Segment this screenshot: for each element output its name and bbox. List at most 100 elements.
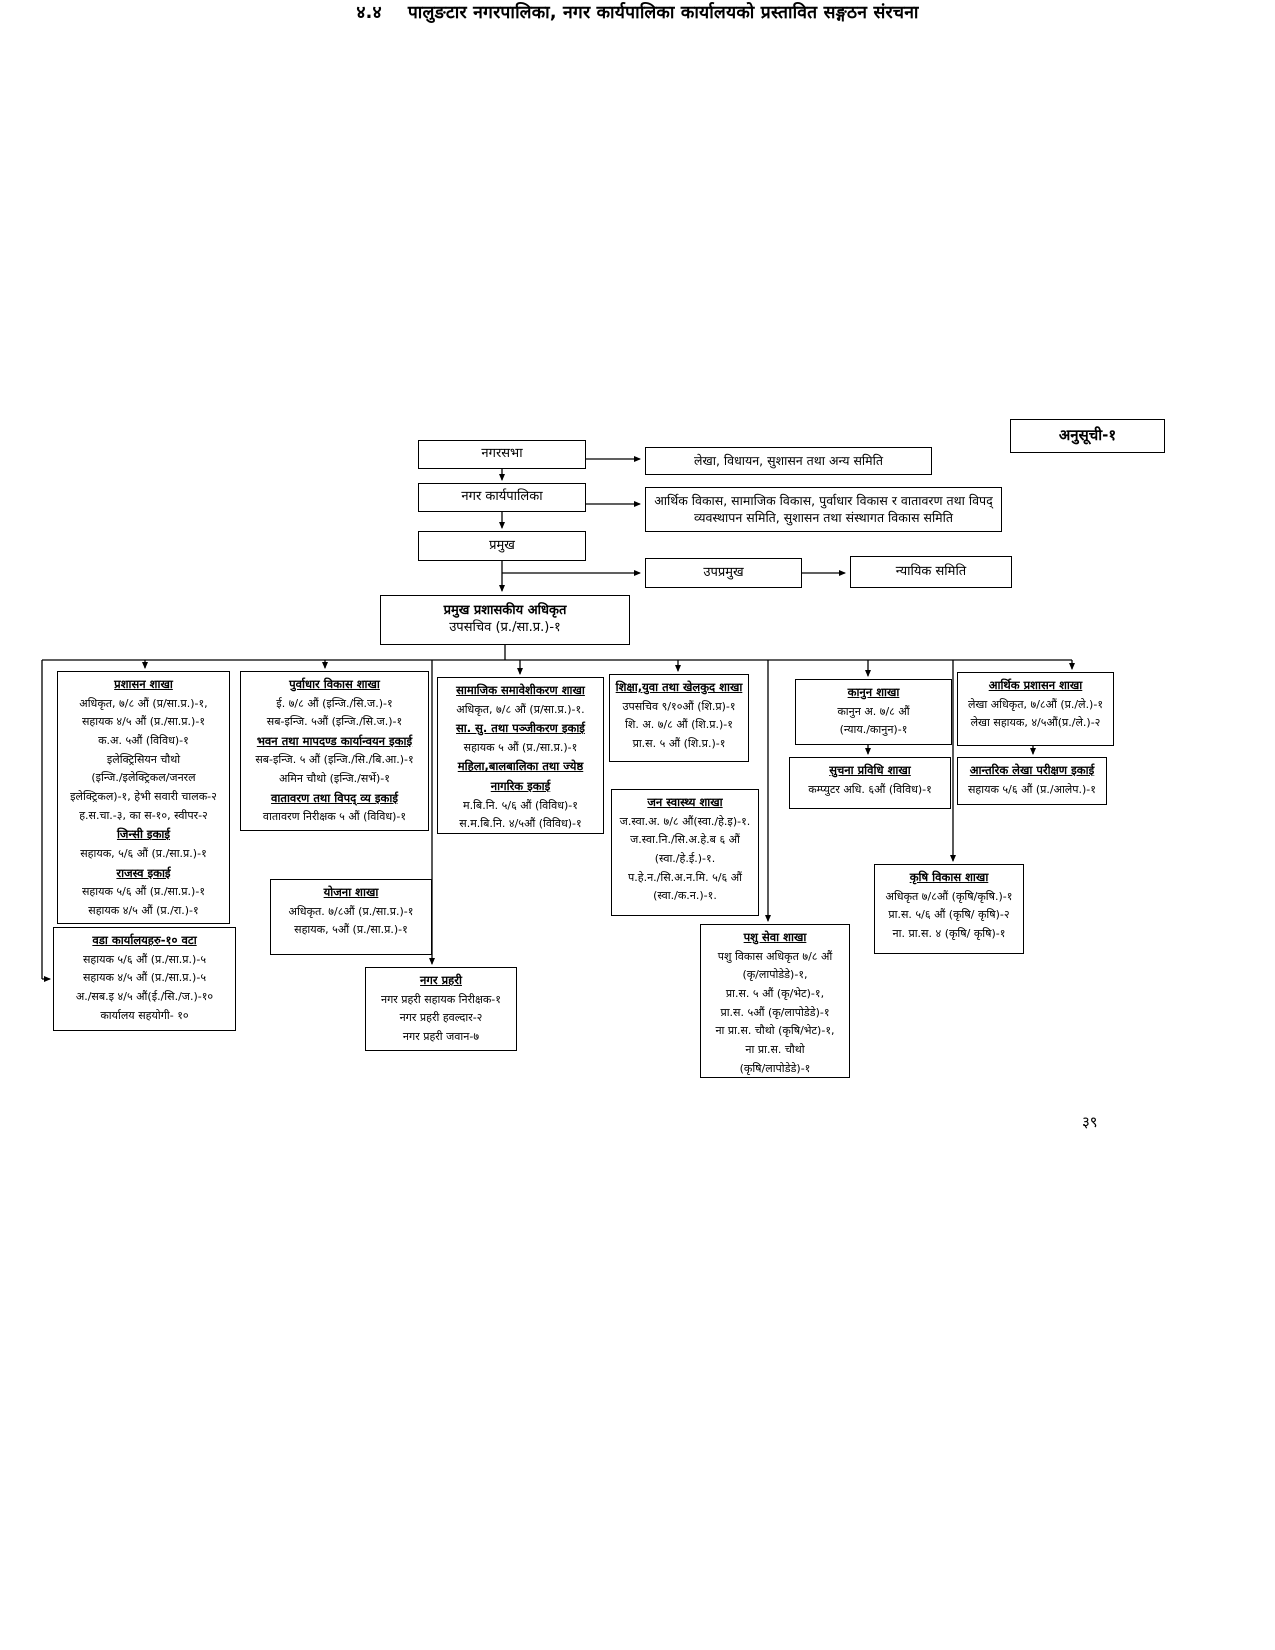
branch-social-inclusion: सामाजिक समावेशीकरण शाखा अधिकृत, ७/८ औं (प… (437, 677, 604, 834)
box-heading: महिला,बालबालिका तथा ज्येष्ठ नागरिक इकाई (457, 759, 584, 794)
box-line: (स्वा./हे.ई.)-१. (654, 851, 716, 865)
branch-infrastructure: पुर्वाधार विकास शाखा ई. ७/८ औं (इन्जि./सि… (240, 671, 429, 831)
box-line: सब-इन्जि. ५औं (इन्जि./सि.ज.)-१ (266, 715, 403, 729)
box-line: ह.स.चा.-३, का स-१०, स्वीपर-२ (79, 808, 208, 822)
box-line: कार्यालय सहयोगी- १० (100, 1008, 189, 1022)
box-line: अधिकृत ७/८औं (कृषि/कृषि.)-१ (885, 889, 1013, 903)
box-judicial-committee: न्यायिक समिति (850, 556, 1012, 588)
box-line: अधिकृत. ७/८औं (प्र./सा.प्र.)-१ (288, 904, 414, 918)
box-line: पशु विकास अधिकृत ७/८ औं (717, 949, 833, 963)
box-line: (कृषि/लापोडेडे)-१ (739, 1061, 811, 1075)
box-line: नगर प्रहरी जवान-७ (402, 1029, 480, 1043)
box-line: स.म.बि.नि. ४/५औं (विविध)-१ (459, 817, 582, 831)
box-upapramukh: उपप्रमुख (645, 558, 802, 588)
box-line: अ./सब.इ ४/५ औं(ई./सि./ज.)-१० (75, 989, 214, 1003)
box-line: सहायक ४/५ औं (प्र./रा.)-१ (88, 903, 199, 917)
box-heading: कृषि विकास शाखा (909, 870, 989, 884)
accounts-committee-label: लेखा, विधायन, सुशासन तथा अन्य समिति (694, 452, 883, 468)
box-nagarsabha: नगरसभा (418, 440, 586, 469)
box-heading: जन स्वास्थ्य शाखा (647, 795, 723, 809)
box-line: कम्प्युटर अधि. ६औं (विविध)-१ (808, 782, 932, 796)
branch-planning: योजना शाखा अधिकृत. ७/८औं (प्र./सा.प्र.)-१… (270, 879, 432, 955)
box-pramukh: प्रमुख (418, 531, 586, 561)
pramukh-label: प्रमुख (489, 537, 515, 553)
box-line: सहायक ५/६ औं (प्र./सा.प्र.)-५ (82, 952, 207, 966)
annex-box: अनुसूची-१ (1010, 419, 1165, 453)
box-line: अमिन चौथो (इन्जि./सर्भे)-१ (279, 772, 390, 786)
box-line: प्रा.स. ५/६ औं (कृषि/ कृषि)-२ (888, 908, 1010, 922)
box-line: सहायक ५/६ औं (प्र./सा.प्र.)-१ (81, 885, 206, 899)
box-heading: पुर्वाधार विकास शाखा (289, 677, 380, 691)
box-accounts-committee: लेखा, विधायन, सुशासन तथा अन्य समिति (645, 447, 932, 475)
box-line: सहायक ४/५ औं (प्र./सा.प्र.)-५ (82, 971, 207, 985)
title-text: पालुङटार नगरपालिका, नगर कार्यपालिका कार्… (407, 3, 919, 23)
box-line: ना प्रा.स. चौथो (कृषि/भेट)-१, (715, 1024, 835, 1038)
box-heading: वातावरण तथा विपद् व्य इकाई (271, 790, 398, 805)
box-line: नगर प्रहरी सहायक निरीक्षक-१ (380, 992, 501, 1006)
branch-law: कानुन शाखा कानुन अ. ७/८ औं (न्याय./कानुन)-… (795, 679, 952, 745)
box-line: सहायक, ५औं (प्र./सा.प्र.)-१ (294, 923, 408, 937)
box-line: ज.स्वा.नि./सि.अ.हे.ब ६ औं (630, 833, 740, 847)
box-line: म.बि.नि. ५/६ औं (विविध)-१ (463, 798, 578, 812)
branch-administration: प्रशासन शाखा अधिकृत, ७/८ औं (प्र/सा.प्र.)… (57, 671, 230, 924)
box-line: सहायक ५/६ औं (प्र./आलेप.)-१ (967, 782, 1096, 796)
box-line: प्रा.स. ५औं (कृ/लापोडेडे)-१ (720, 1005, 830, 1019)
box-heading: कानुन शाखा (847, 685, 900, 699)
box-chief-administrative-officer: प्रमुख प्रशासकीय अधिकृत उपसचिव (प्र./सा.… (380, 595, 630, 645)
box-heading: पशु सेवा शाखा (743, 930, 807, 944)
box-heading: आन्तरिक लेखा परीक्षण इकाई (969, 763, 1095, 777)
box-line: लेखा सहायक, ४/५औं(प्र./ले.)-२ (970, 716, 1101, 730)
box-heading: प्रशासन शाखा (114, 677, 173, 691)
box-line: (कृ/लापोडेडे)-१, (742, 968, 808, 982)
branch-education-youth-sports: शिक्षा,युवा तथा खेलकुद शाखाउपसचिव ९/१०औं… (609, 674, 749, 762)
box-line: लेखा अधिकृत, ७/८औं (प्र./ले.)-१ (967, 697, 1104, 711)
box-line: नगर प्रहरी हवल्दार-२ (399, 1011, 483, 1025)
box-line: प्रा.स. ५ औं (कृ/भेट)-१, (725, 986, 825, 1000)
branch-animal-services: पशु सेवा शाखा पशु विकास अधिकृत ७/८ औं (कृ/… (700, 924, 850, 1078)
branch-ward-offices: वडा कार्यालयहरु-१० वटा सहायक ५/६ औं (प्र.… (53, 927, 236, 1031)
box-karyapalika: नगर कार्यपालिका (418, 483, 586, 512)
cao-post: उपसचिव (प्र./सा.प्र.)-१ (449, 620, 561, 635)
box-heading: सुचना प्रविधि शाखा (829, 763, 911, 777)
box-heading: सामाजिक समावेशीकरण शाखा (456, 683, 585, 697)
box-heading: योजना शाखा (323, 885, 379, 899)
box-heading: राजस्व इकाई (116, 865, 171, 880)
judicial-committee-label: न्यायिक समिति (895, 563, 967, 579)
box-line: इलेक्ट्रिसियन चौथो (106, 752, 181, 766)
branch-information-technology: सुचना प्रविधि शाखा कम्प्युटर अधि. ६औं (वि… (789, 757, 951, 809)
box-line: वातावरण निरीक्षक ५ औं (विविध)-१ (262, 810, 407, 824)
box-thematic-committee: आर्थिक विकास, सामाजिक विकास, पुर्वाधार व… (645, 487, 1002, 532)
box-line: क.अ. ५औं (विविध)-१ (98, 733, 189, 747)
box-line: सहायक ५ औं (प्र./सा.प्र.)-१ (463, 740, 578, 754)
karyapalika-label: नगर कार्यपालिका (461, 489, 543, 505)
box-heading: जिन्सी इकाई (116, 827, 171, 842)
box-line: ई. ७/८ औं (इन्जि./सि.ज.)-१ (276, 696, 393, 710)
box-line: सहायक ४/५ औं (प्र./सा.प्र.)-१ (81, 715, 206, 729)
thematic-committee-label: आर्थिक विकास, सामाजिक विकास, पुर्वाधार व… (654, 493, 993, 525)
box-heading: वडा कार्यालयहरु-१० वटा (92, 933, 197, 947)
box-heading: आर्थिक प्रशासन शाखा (988, 678, 1083, 692)
nagarsabha-label: नगरसभा (481, 446, 523, 462)
page-number: ३९ (1082, 1113, 1098, 1131)
box-line: सब-इन्जि. ५ औं (इन्जि./सि./बि.आ.)-१ (255, 753, 414, 767)
box-heading: नगर प्रहरी (420, 973, 462, 987)
cao-title: प्रमुख प्रशासकीय अधिकृत (443, 603, 567, 619)
box-line: अधिकृत, ७/८ औं (प्र/सा.प्र.)-१. (456, 702, 585, 716)
box-line: सहायक, ५/६ औं (प्र./सा.प्र.)-१ (80, 846, 207, 860)
box-line: शि. अ. ७/८ औं (शि.प्र.)-१ (625, 718, 733, 732)
box-line: (इन्जि./इलेक्ट्रिकल/जनरल (91, 771, 196, 785)
box-line: उपसचिव ९/१०औं (शि.प्र)-१ (622, 699, 736, 713)
branch-financial-administration: आर्थिक प्रशासन शाखा लेखा अधिकृत, ७/८औं (प… (957, 672, 1114, 746)
box-line: इलेक्ट्रिकल)-१, हेभी सवारी चालक-२ (70, 789, 217, 803)
box-line: अधिकृत, ७/८ औं (प्र/सा.प्र.)-१, (79, 696, 208, 710)
box-line: (स्वा./क.न.)-१. (653, 889, 717, 903)
box-line: प्रा.स. ५ औं (शि.प्र.)-१ (632, 736, 726, 750)
box-line: (न्याय./कानुन)-१ (839, 723, 908, 737)
branch-public-health: जन स्वास्थ्य शाखाज.स्वा.अ. ७/८ औं(स्वा./… (611, 789, 759, 916)
box-heading: भवन तथा मापदण्ड कार्यान्वयन इकाई (256, 733, 413, 748)
box-line: कानुन अ. ७/८ औं (837, 704, 910, 718)
box-line: ना. प्रा.स. ४ (कृषि/ कृषि)-१ (892, 926, 1006, 940)
